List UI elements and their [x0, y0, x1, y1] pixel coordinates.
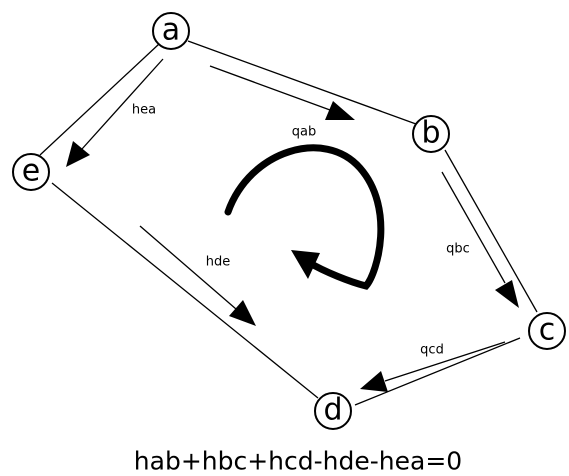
edge-a-b — [187, 40, 417, 125]
flow-label-hea: hea — [132, 103, 156, 118]
svg-text:c: c — [539, 313, 556, 348]
arrow-e-a — [66, 58, 164, 167]
flow-label-qcd: qcd — [420, 343, 444, 358]
energy-equation: hab+hbc+hcd-hde-hea=0 — [134, 447, 462, 476]
edge-d-e — [51, 182, 319, 399]
flow-label-hde: hde — [206, 255, 231, 270]
edge-c-d — [354, 337, 521, 406]
flow-label-qbc: qbc — [446, 242, 470, 257]
arrow-c-d — [360, 341, 506, 392]
edge-e-a — [39, 43, 160, 156]
flow-label-qab: qab — [292, 125, 316, 140]
svg-text:e: e — [22, 154, 40, 189]
nodes: a b c d e — [12, 12, 566, 430]
pipe-edges — [39, 40, 538, 406]
node-b: b — [412, 115, 450, 153]
arrow-hde — [139, 225, 256, 326]
node-d: d — [314, 392, 352, 430]
node-e: e — [12, 153, 50, 191]
svg-text:a: a — [162, 13, 180, 48]
node-c: c — [528, 312, 566, 350]
edge-b-c — [444, 149, 538, 313]
loop-direction-icon — [224, 144, 385, 290]
svg-text:d: d — [323, 393, 342, 428]
flow-arrows — [66, 58, 519, 392]
node-a: a — [152, 12, 190, 50]
flow-labels: qab qbc qcd hde hea — [132, 103, 470, 358]
svg-text:b: b — [421, 116, 440, 151]
arrow-a-b — [209, 65, 355, 120]
arrow-b-c — [441, 171, 519, 308]
